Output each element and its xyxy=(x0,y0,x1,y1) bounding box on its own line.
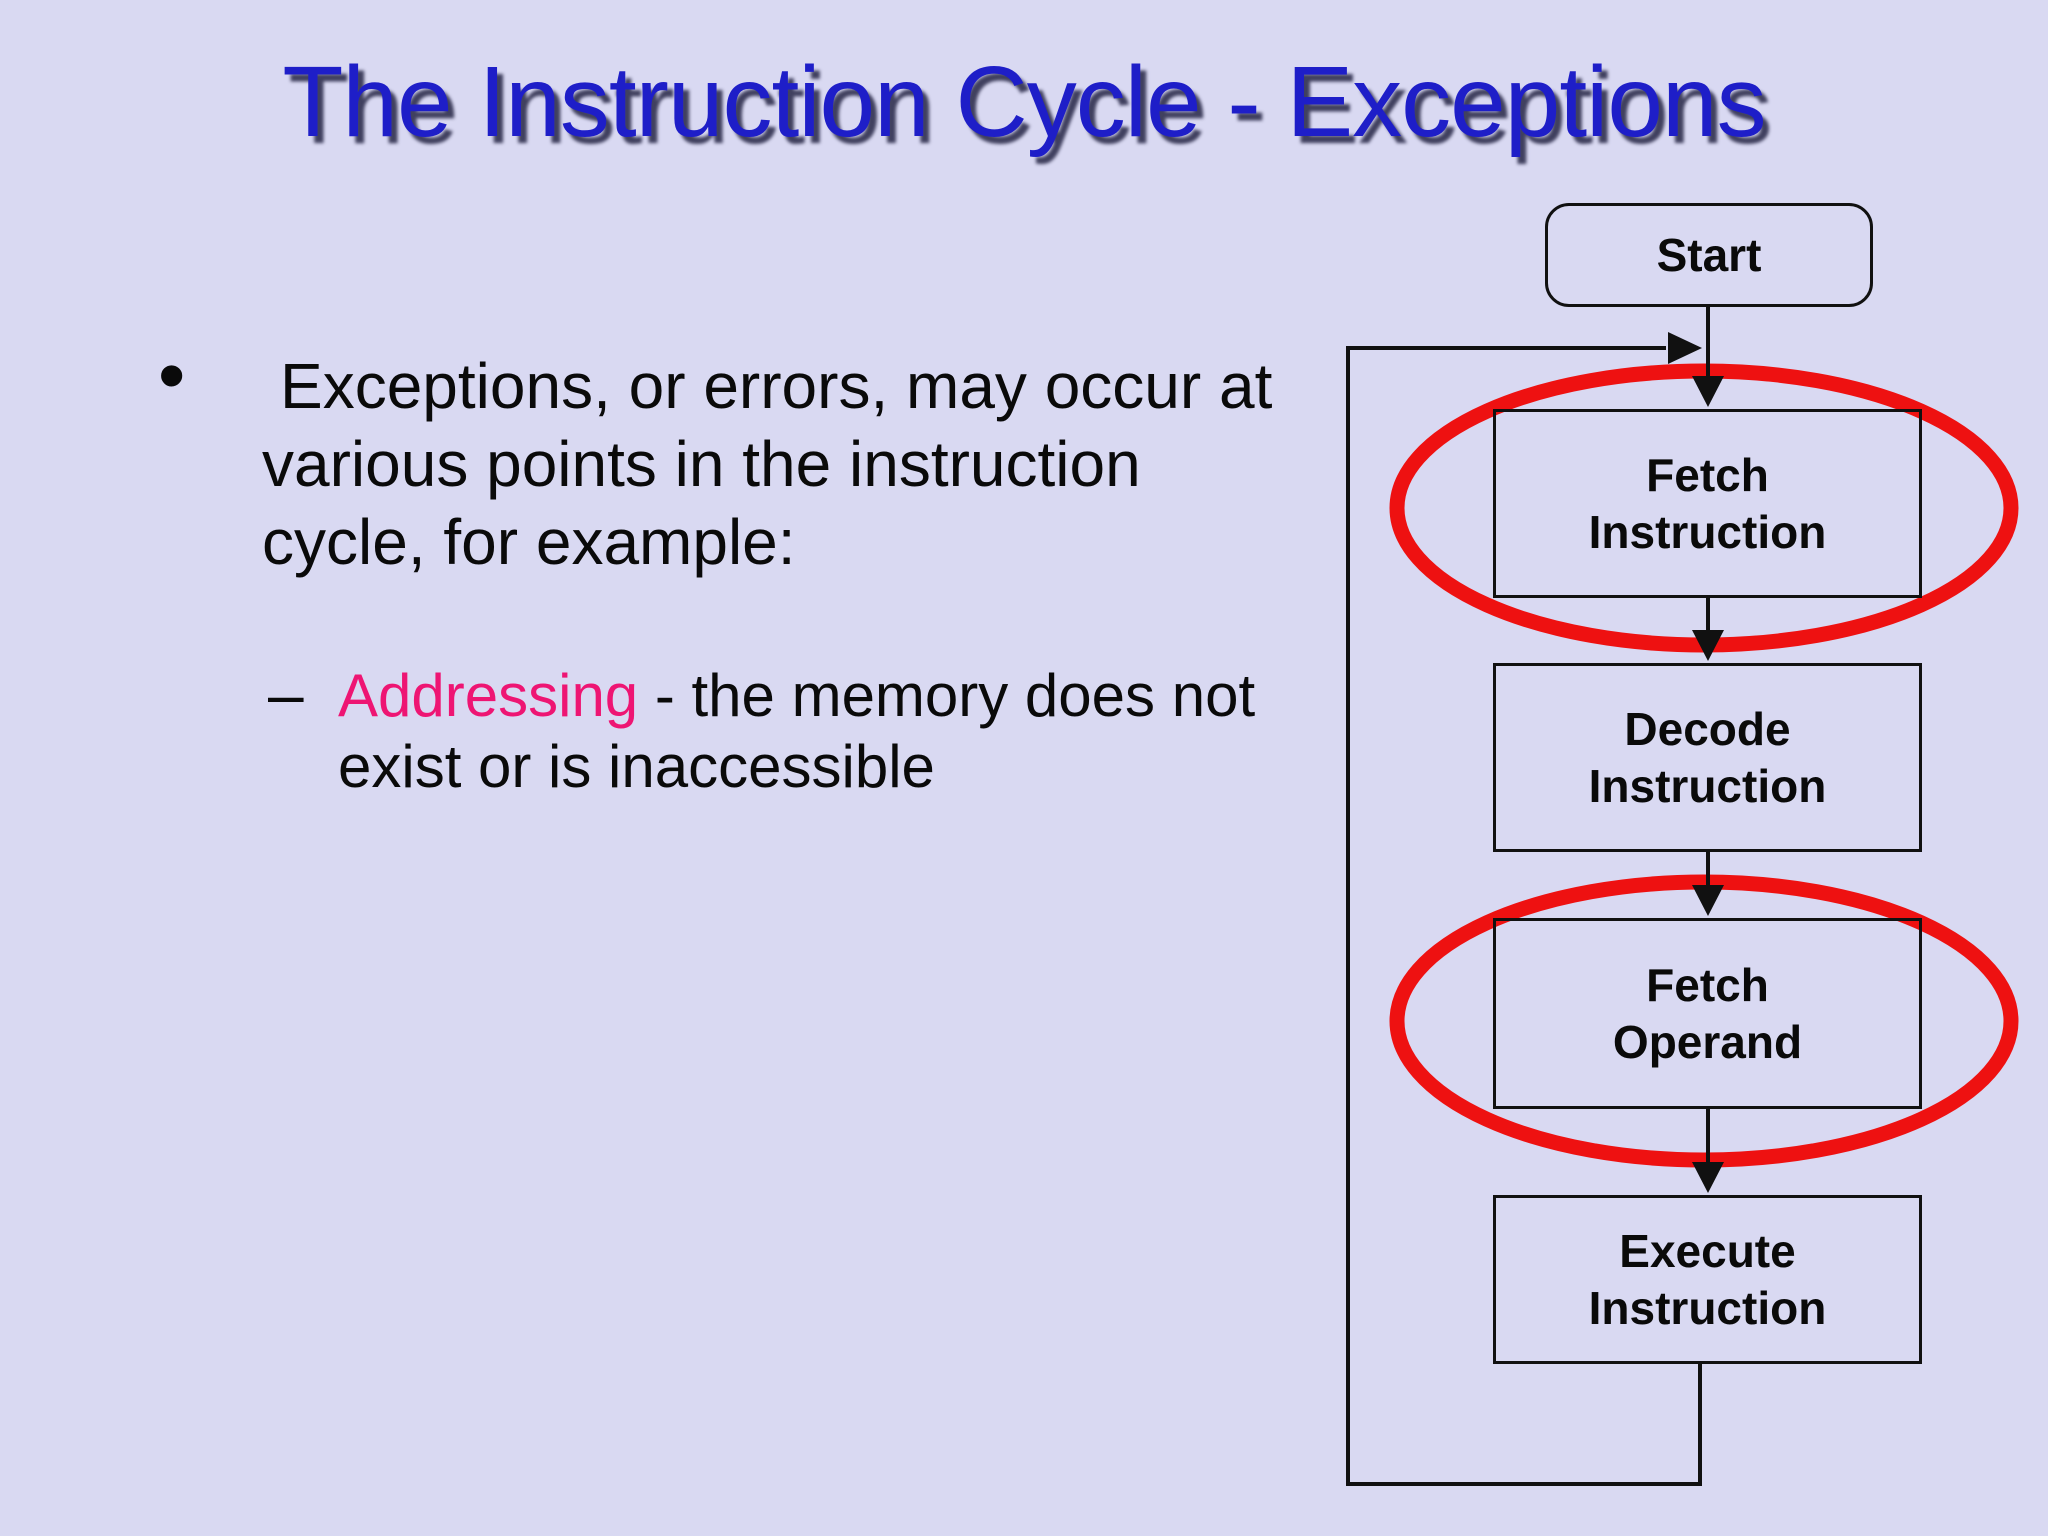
sub-bullet-paragraph: Addressing - the memory does not exist o… xyxy=(338,660,1255,802)
fetch-instruction-label-line2: Instruction xyxy=(1588,505,1827,558)
flowchart-box-decode-instruction: Decode Instruction xyxy=(1493,663,1922,852)
arrowhead-into-fetch-operand xyxy=(1692,885,1724,916)
flowchart-box-fetch-instruction: Fetch Instruction xyxy=(1493,409,1922,598)
fetch-operand-label-line2: Operand xyxy=(1612,1015,1803,1068)
arrowhead-into-fetch-instruction xyxy=(1692,376,1724,407)
start-label: Start xyxy=(1656,228,1762,281)
bullet-line-3: cycle, for example: xyxy=(262,506,796,578)
flowchart-box-fetch-operand: Fetch Operand xyxy=(1493,918,1922,1109)
addressing-highlight: Addressing xyxy=(338,662,639,729)
slide-title: The Instruction Cycle - Exceptions xyxy=(282,46,1766,158)
arrowhead-loopback xyxy=(1668,332,1702,364)
sub-bullet-line-1-rest: - the memory does not xyxy=(638,662,1256,729)
sub-bullet-line-2: exist or is inaccessible xyxy=(338,733,935,800)
execute-instruction-label-line2: Instruction xyxy=(1588,1281,1827,1334)
fetch-instruction-label-line1: Fetch xyxy=(1646,448,1769,501)
arrowhead-into-execute xyxy=(1692,1162,1724,1193)
flowchart-box-execute-instruction: Execute Instruction xyxy=(1493,1195,1922,1364)
sub-bullet-marker: – xyxy=(268,658,304,730)
arrowhead-into-decode xyxy=(1692,630,1724,661)
fetch-operand-label-line1: Fetch xyxy=(1646,958,1769,1011)
execute-instruction-label-line1: Execute xyxy=(1619,1224,1796,1277)
decode-instruction-label-line2: Instruction xyxy=(1588,759,1827,812)
bullet-marker: • xyxy=(158,331,186,419)
bullet-line-2: various points in the instruction xyxy=(262,428,1141,500)
decode-instruction-label-line1: Decode xyxy=(1624,702,1791,755)
sub-bullet-line-1: Addressing - the memory does not xyxy=(338,660,1255,731)
flowchart-start-box: Start xyxy=(1545,203,1873,307)
bullet-line-1: Exceptions, or errors, may occur at xyxy=(280,350,1273,422)
bullet-paragraph: Exceptions, or errors, may occur at vari… xyxy=(262,347,1272,581)
